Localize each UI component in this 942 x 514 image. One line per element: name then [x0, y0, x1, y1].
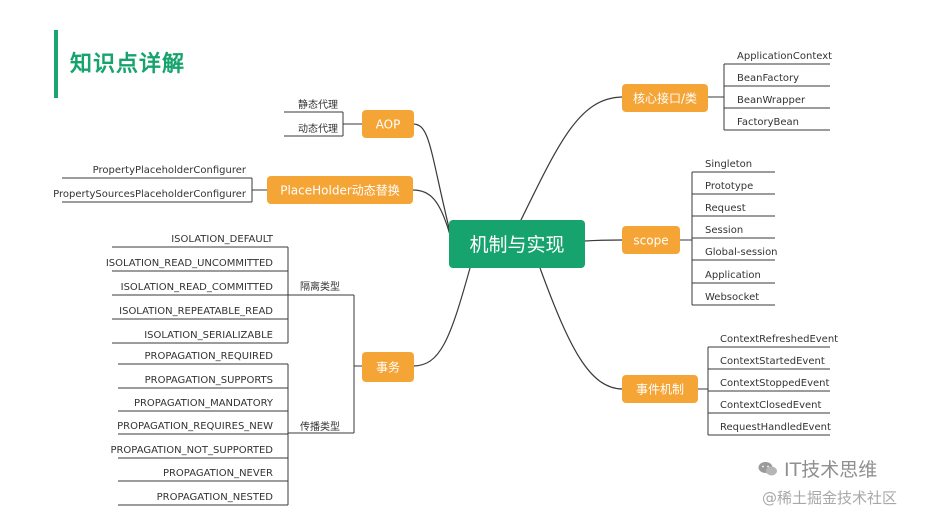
event-leaf-0: ContextRefreshedEvent: [720, 334, 838, 345]
isolation-leaf-2: ISOLATION_READ_COMMITTED: [121, 282, 274, 293]
connector-center-placeholder: [412, 189, 451, 236]
propagation-label: 传播类型: [300, 420, 340, 433]
aop-node-box: [362, 110, 414, 138]
propagation-leaf-1: PROPAGATION_SUPPORTS: [145, 375, 273, 386]
isolation-leaf-3: ISOLATION_REPEATABLE_READ: [119, 306, 273, 317]
propagation-leaf-2: PROPAGATION_MANDATORY: [134, 398, 274, 409]
transaction-node-label: 事务: [376, 359, 400, 374]
placeholder-leaf-1: PropertySourcesPlaceholderConfigurer: [53, 189, 247, 200]
transaction-node-box: [362, 352, 414, 382]
scope-leaf-4: Global-session: [705, 247, 778, 258]
scope-leaf-2: Request: [705, 203, 746, 214]
title-accent-bar: [54, 30, 58, 98]
propagation-leaf-5: PROPAGATION_NEVER: [163, 468, 273, 479]
center-node-label: 机制与实现: [469, 234, 564, 256]
isolation-leaf-4: ISOLATION_SERIALIZABLE: [144, 330, 273, 341]
aop-leaf-1: 动态代理: [298, 122, 338, 135]
propagation-leaf-6: PROPAGATION_NESTED: [157, 492, 274, 503]
propagation-leaf-3: PROPAGATION_REQUIRES_NEW: [117, 421, 273, 432]
core-node-box: [622, 84, 708, 112]
page-title: 知识点详解: [70, 52, 186, 77]
core-leaf-0: ApplicationContext: [737, 51, 832, 62]
propagation-leaf-0: PROPAGATION_REQUIRED: [144, 351, 273, 362]
core-leaf-3: FactoryBean: [737, 117, 799, 128]
watermark-site: @稀土掘金技术社区: [762, 489, 898, 507]
event-node-box: [622, 375, 698, 403]
wechat-icon: [758, 460, 778, 476]
scope-leaf-5: Application: [705, 270, 761, 281]
scope-leaf-0: Singleton: [705, 159, 752, 170]
connector-center-scope: [584, 239, 623, 242]
connector-center-core: [519, 96, 623, 223]
propagation-leaf-4: PROPAGATION_NOT_SUPPORTED: [110, 445, 273, 456]
aop-node-label: AOP: [376, 117, 401, 131]
placeholder-node-box: [267, 176, 413, 204]
aop-leaf-0: 静态代理: [298, 98, 338, 111]
isolation-label: 隔离类型: [300, 280, 340, 293]
scope-leaf-3: Session: [705, 225, 743, 236]
watermark-account-name: IT技术思维: [784, 459, 878, 481]
scope-node-box: [622, 226, 680, 254]
connector-center-transaction: [412, 267, 471, 367]
placeholder-leaf-0: PropertyPlaceholderConfigurer: [93, 165, 247, 176]
placeholder-node-label: PlaceHolder动态替换: [280, 183, 400, 197]
center-node-box: [449, 220, 585, 268]
core-leaf-1: BeanFactory: [737, 73, 799, 84]
event-leaf-3: ContextClosedEvent: [720, 400, 821, 411]
scope-node-label: scope: [633, 233, 668, 247]
event-leaf-1: ContextStartedEvent: [720, 356, 825, 367]
connector-center-event: [539, 267, 623, 390]
scope-leaf-6: Websocket: [705, 292, 759, 303]
isolation-leaf-0: ISOLATION_DEFAULT: [171, 234, 274, 245]
isolation-leaf-1: ISOLATION_READ_UNCOMMITTED: [106, 258, 273, 269]
event-node-label: 事件机制: [636, 382, 684, 396]
core-node-label: 核心接口/类: [633, 90, 697, 105]
scope-leaf-1: Prototype: [705, 181, 753, 192]
connector-center-aop: [412, 123, 451, 233]
event-leaf-2: ContextStoppedEvent: [720, 378, 829, 389]
event-leaf-4: RequestHandledEvent: [720, 422, 831, 433]
watermark-account: IT技术思维: [758, 455, 877, 482]
core-leaf-2: BeanWrapper: [737, 95, 806, 106]
